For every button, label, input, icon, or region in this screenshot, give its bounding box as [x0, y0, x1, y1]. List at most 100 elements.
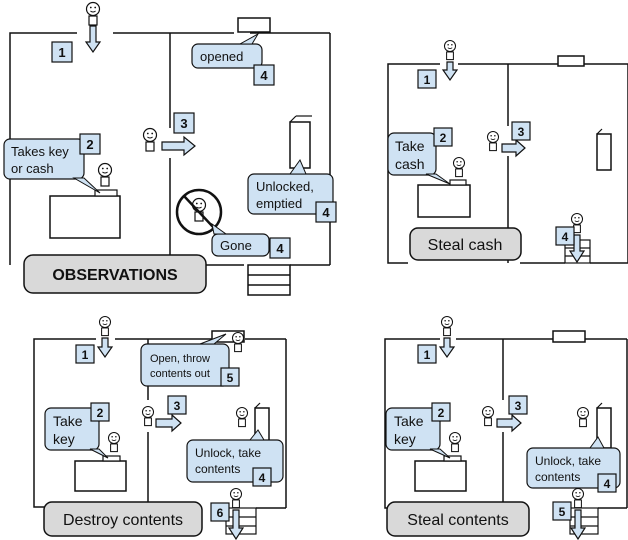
- svg-text:Steal contents: Steal contents: [407, 512, 508, 529]
- desk: [74, 460, 127, 492]
- svg-text:2: 2: [440, 131, 447, 145]
- building-outline: [9, 32, 331, 266]
- building-outline: [384, 338, 628, 509]
- callout-open-throw-contents-out: Open, throw contents out: [140, 333, 230, 387]
- person-icon: [97, 162, 113, 187]
- svg-text:1: 1: [424, 73, 431, 87]
- callout-text: opened: [200, 49, 243, 64]
- step-badge: 3: [167, 395, 187, 415]
- wall-box: [552, 330, 586, 343]
- person-icon: [576, 406, 590, 428]
- callout-text: Open, throw: [150, 353, 210, 365]
- step-badge: 4: [253, 64, 275, 86]
- callout-gone: Gone: [211, 222, 270, 257]
- desk: [414, 460, 467, 492]
- panel-title-observations: OBSERVATIONS: [23, 254, 207, 294]
- cash-register: [449, 179, 467, 186]
- callout-take-key: Take key: [385, 407, 451, 459]
- observations-panel: Takes key or cash opened Unlocked, empti…: [3, 1, 337, 296]
- step-badge: 5: [220, 367, 240, 387]
- step-badge: 4: [252, 467, 272, 487]
- callout-text: Take: [53, 413, 83, 429]
- svg-text:4: 4: [604, 477, 611, 491]
- desk: [49, 195, 121, 239]
- building-outline: [387, 63, 628, 264]
- person-icon: [98, 315, 112, 337]
- wall-box: [237, 17, 271, 33]
- callout-text: Unlock, take: [195, 446, 261, 460]
- callout-text: Take: [395, 138, 425, 154]
- svg-text:3: 3: [180, 116, 187, 131]
- svg-text:4: 4: [260, 68, 268, 83]
- prohibited-icon: [175, 188, 223, 236]
- stairs: [247, 264, 291, 296]
- person-icon: [571, 487, 585, 509]
- person-icon: [486, 130, 500, 152]
- person-icon: [235, 406, 249, 428]
- step-badge: 1: [75, 344, 95, 364]
- person-icon: [231, 331, 245, 353]
- callout-text: contents: [195, 462, 240, 476]
- person-icon: [452, 156, 466, 178]
- cash-register: [102, 455, 121, 462]
- person-icon: [440, 315, 454, 337]
- wall-box: [211, 330, 245, 343]
- callout-unlock-take-contents: Unlock, take contents: [526, 436, 621, 489]
- down-arrow: [96, 337, 114, 359]
- step-badge: 2: [79, 133, 101, 155]
- callout-take-key: Take key: [44, 407, 109, 459]
- panel-title-steal-cash: Steal cash: [409, 227, 522, 261]
- callout-text: or cash: [11, 161, 54, 176]
- callout-text: Unlock, take: [535, 454, 601, 468]
- cabinet-edge: [596, 402, 603, 409]
- svg-text:3: 3: [515, 399, 522, 413]
- desk: [417, 184, 471, 218]
- right-arrow: [501, 138, 526, 158]
- svg-text:1: 1: [82, 348, 89, 362]
- down-arrow: [441, 61, 459, 82]
- svg-text:6: 6: [217, 506, 224, 520]
- down-arrow: [84, 25, 102, 54]
- right-arrow: [161, 135, 196, 157]
- step-badge: 5: [552, 501, 572, 521]
- person-icon: [229, 487, 243, 509]
- step-badge: 4: [597, 473, 617, 493]
- step-badge: 2: [433, 127, 453, 147]
- cabinet-edge: [254, 402, 261, 409]
- cash-register: [94, 189, 118, 197]
- callout-text: contents out: [150, 368, 210, 380]
- svg-text:1: 1: [424, 348, 431, 362]
- wall-box: [557, 55, 585, 67]
- svg-text:Steal cash: Steal cash: [428, 237, 503, 254]
- callout-text: emptied: [256, 196, 302, 211]
- person-icon: [85, 1, 101, 26]
- cabinet-edge: [596, 128, 603, 135]
- callout-text: Takes key: [11, 144, 69, 159]
- steal-cash-panel: Take cash 1 2 3 4 Steal cash: [387, 39, 628, 264]
- svg-text:4: 4: [276, 241, 284, 256]
- panel-title-destroy-contents: Destroy contents: [43, 501, 203, 537]
- step-badge: 3: [508, 395, 528, 415]
- step-badge: 1: [417, 344, 437, 364]
- callout-text: key: [394, 431, 416, 447]
- step-badge: 4: [269, 237, 291, 259]
- svg-text:2: 2: [438, 406, 445, 420]
- steal-contents-panel: Take key Unlock, take contents 1 2 3 4 5…: [384, 315, 628, 540]
- down-arrow: [569, 509, 587, 540]
- down-arrow: [227, 509, 245, 540]
- step-badge: 2: [431, 402, 451, 422]
- callout-takes-key-or-cash: Takes key or cash: [3, 138, 101, 194]
- person-icon: [443, 39, 457, 61]
- svg-text:2: 2: [86, 137, 93, 152]
- person-icon: [141, 405, 155, 427]
- svg-text:2: 2: [97, 406, 104, 420]
- destroy-contents-panel: Take key Open, throw contents out Unlock…: [33, 315, 287, 540]
- callout-opened: opened: [191, 32, 263, 69]
- callout-text: Take: [394, 413, 424, 429]
- svg-text:5: 5: [559, 505, 566, 519]
- step-badge: 3: [173, 112, 195, 134]
- down-arrow: [438, 337, 456, 359]
- cabinet-edge: [289, 115, 297, 123]
- step-badge: 1: [417, 69, 437, 89]
- step-badge: 4: [315, 201, 337, 223]
